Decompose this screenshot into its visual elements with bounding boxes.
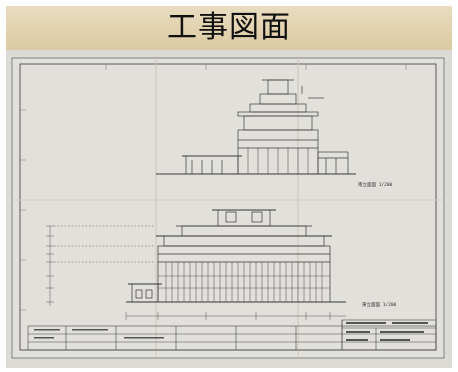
upper-elevation [156,79,356,175]
title-block [27,319,437,351]
blueprint-drawing: 南立面図 1/200 [6,50,452,368]
lower-elevation [46,209,346,320]
upper-caption: 南立面図 1/200 [358,181,393,188]
page-title: 工事図面 [167,10,291,45]
blueprint-photo: 南立面図 1/200 [6,50,452,368]
lower-caption: 東立面図 1/200 [362,301,397,308]
title-band: 工事図面 [6,6,452,50]
